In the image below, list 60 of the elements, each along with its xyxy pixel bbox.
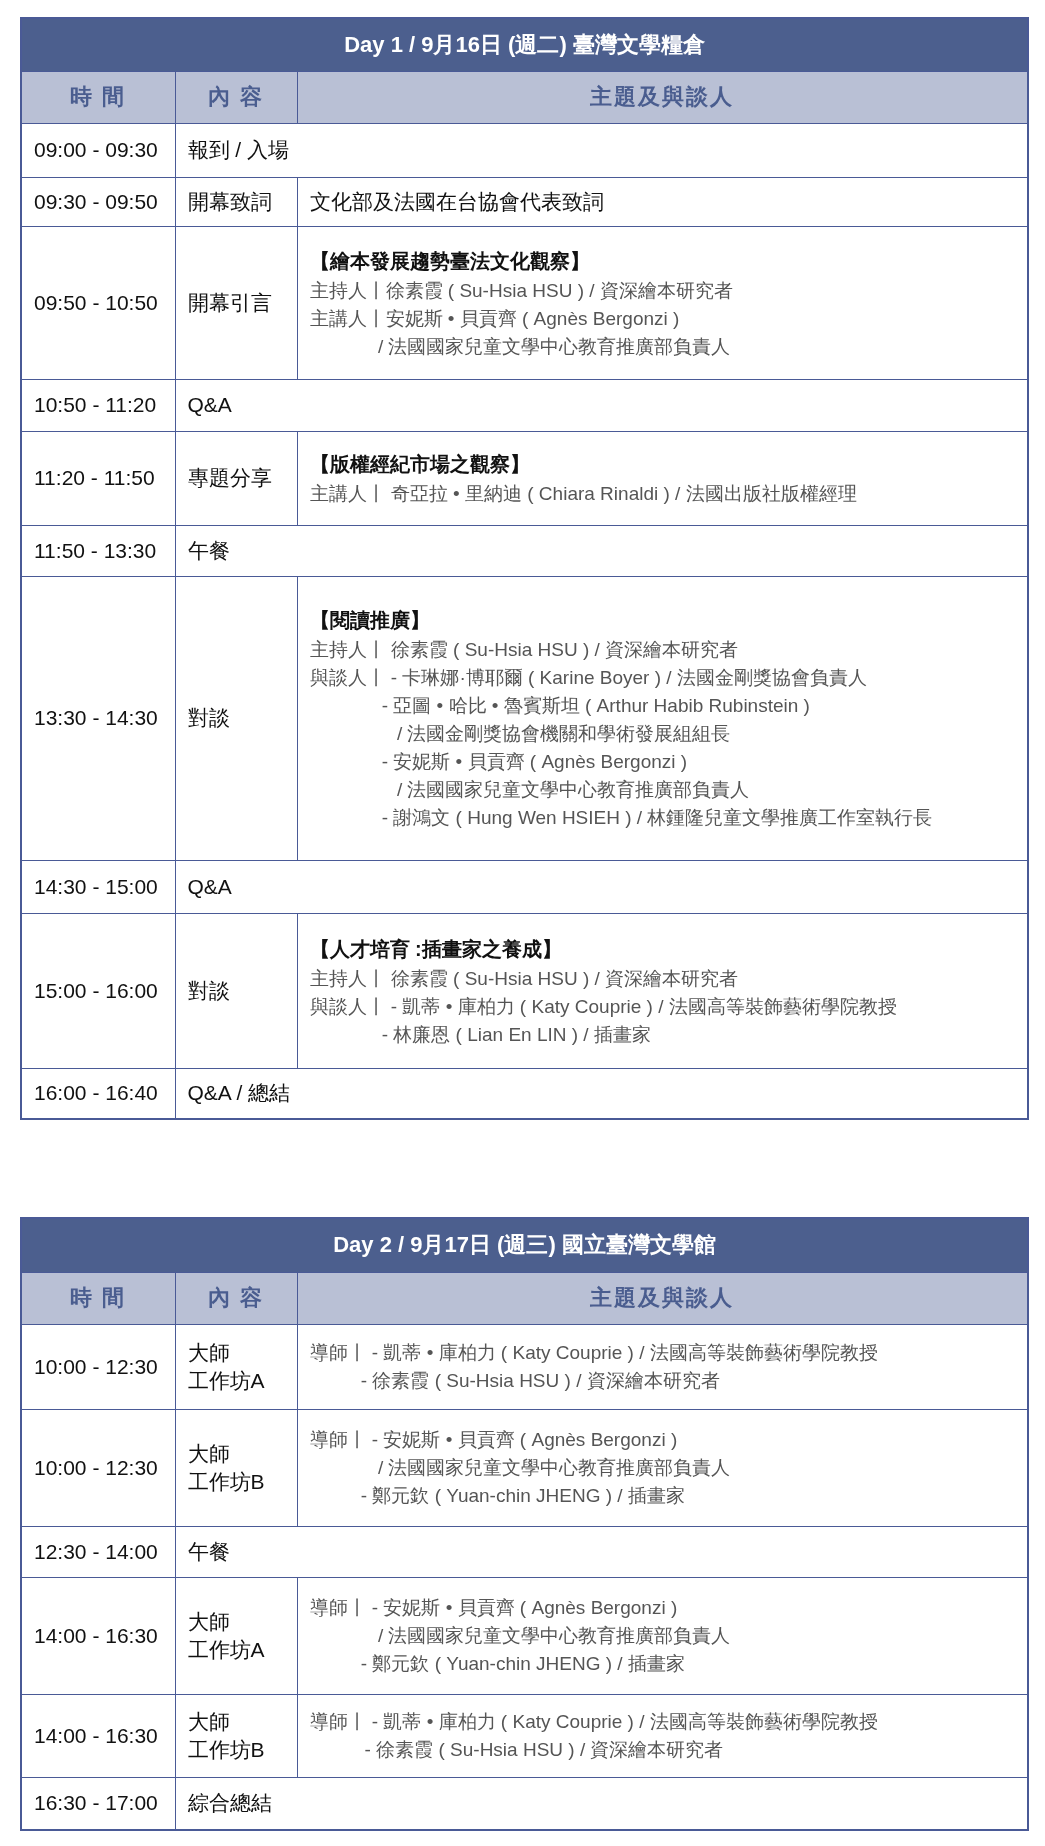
time-slot: 14:30 - 15:00 (21, 860, 175, 913)
session-type: 開幕致詞 (175, 177, 297, 226)
speaker-line: 與談人丨 - 卡琳娜·博耶爾 ( Karine Boyer ) / 法國金剛獎協會負責人 (309, 666, 867, 690)
time-slot: 14:00 - 16:30 (21, 1694, 175, 1777)
column-header: 內 容 (175, 1272, 297, 1324)
speaker-line: 導師丨 - 凱蒂 • 庫柏力 ( Katy Couprie ) / 法國高等裝飾藝術學院教授 (309, 1709, 878, 1734)
time-slot: 09:00 - 09:30 (21, 123, 175, 177)
session-type: 大師工作坊A (175, 1577, 297, 1694)
speaker-line: / 法國國家兒童文學中心教育推廣部負責人 (377, 334, 731, 359)
time-slot: 15:00 - 16:00 (21, 913, 175, 1068)
speaker-line: 主講人丨安妮斯 • 貝貢齊 ( Agnès Bergonzi ) (309, 306, 680, 331)
session-topic: 【繪本發展趨勢臺法文化觀察】 (309, 248, 590, 274)
table-title: Day 2 / 9月17日 (週三) 國立臺灣文學館 (21, 1218, 1029, 1272)
speaker-line: - 鄭元欽 ( Yuan-chin JHENG ) / 插畫家 (360, 1483, 685, 1508)
speaker-line: - 安妮斯 • 貝貢齊 ( Agnès Bergonzi ) (381, 750, 688, 774)
speaker-line: / 法國國家兒童文學中心教育推廣部負責人 (377, 1455, 731, 1480)
column-header: 時 間 (21, 1272, 175, 1324)
column-header: 主題及與談人 (297, 1272, 1029, 1324)
time-slot: 09:50 - 10:50 (21, 226, 175, 379)
speaker-line: / 法國國家兒童文學中心教育推廣部負責人 (396, 778, 750, 802)
time-slot: 11:20 - 11:50 (21, 431, 175, 525)
time-slot: 10:00 - 12:30 (21, 1409, 175, 1526)
column-header: 主題及與談人 (297, 71, 1028, 123)
session-topic: 【版權經紀市場之觀察】 (309, 452, 530, 477)
time-slot: 14:00 - 16:30 (21, 1577, 175, 1694)
speaker-line: 導師丨 - 安妮斯 • 貝貢齊 ( Agnès Bergonzi ) (309, 1427, 678, 1452)
speaker-line: - 謝鴻文 ( Hung Wen HSIEH ) / 林鍾隆兒童文學推廣工作室執行長 (381, 806, 933, 830)
time-slot: 10:50 - 11:20 (21, 379, 175, 431)
speaker-line: 主持人丨 徐素霞 ( Su-Hsia HSU ) / 資深繪本研究者 (309, 966, 739, 991)
column-header: 內 容 (175, 71, 297, 123)
speaker-line: - 林廉恩 ( Lian En LIN ) / 插畫家 (381, 1022, 651, 1047)
speaker-line: - 徐素霞 ( Su-Hsia HSU ) / 資深繪本研究者 (360, 1368, 720, 1393)
session-type: 大師工作坊B (175, 1409, 297, 1526)
time-slot: 09:30 - 09:50 (21, 177, 175, 226)
table-title: Day 1 / 9月16日 (週二) 臺灣文學糧倉 (21, 18, 1028, 71)
time-slot: 13:30 - 14:30 (21, 576, 175, 860)
speaker-line: 導師丨 - 凱蒂 • 庫柏力 ( Katy Couprie ) / 法國高等裝飾藝術學院教授 (309, 1340, 878, 1365)
speaker-line: 主持人丨 徐素霞 ( Su-Hsia HSU ) / 資深繪本研究者 (309, 638, 739, 662)
session-description: 文化部及法國在台協會代表致詞 (309, 188, 604, 215)
session-type: 開幕引言 (175, 226, 297, 379)
column-header: 時 間 (21, 71, 175, 123)
session-type: 對談 (175, 576, 297, 860)
speaker-line: - 徐素霞 ( Su-Hsia HSU ) / 資深繪本研究者 (364, 1737, 724, 1762)
speaker-line: 與談人丨 - 凱蒂 • 庫柏力 ( Katy Couprie ) / 法國高等裝飾藝術學院教授 (309, 994, 897, 1019)
speaker-line: / 法國金剛獎協會機關和學術發展組組長 (396, 722, 731, 746)
session-topic: 【閱讀推廣】 (309, 608, 430, 633)
speaker-line: 主持人丨徐素霞 ( Su-Hsia HSU ) / 資深繪本研究者 (309, 278, 733, 303)
speaker-line: - 鄭元欽 ( Yuan-chin JHENG ) / 插畫家 (360, 1651, 685, 1676)
speaker-line: 導師丨 - 安妮斯 • 貝貢齊 ( Agnès Bergonzi ) (309, 1595, 678, 1620)
session-type: 大師工作坊A (175, 1324, 297, 1409)
speaker-line: - 亞圖 • 哈比 • 魯賓斯坦 ( Arthur Habib Rubinstein ) (381, 694, 810, 718)
session-topic: 【人才培育 :插畫家之養成】 (309, 936, 562, 962)
session-type: 對談 (175, 913, 297, 1068)
session-type: 專題分享 (175, 431, 297, 525)
time-slot: 12:30 - 14:00 (21, 1526, 175, 1577)
session-type: 大師工作坊B (175, 1694, 297, 1777)
speaker-line: 主講人丨 奇亞拉 • 里納迪 ( Chiara Rinaldi ) / 法國出版社版權經理 (309, 482, 857, 506)
time-slot: 10:00 - 12:30 (21, 1324, 175, 1409)
speaker-line: / 法國國家兒童文學中心教育推廣部負責人 (377, 1623, 731, 1648)
time-slot: 11:50 - 13:30 (21, 525, 175, 576)
